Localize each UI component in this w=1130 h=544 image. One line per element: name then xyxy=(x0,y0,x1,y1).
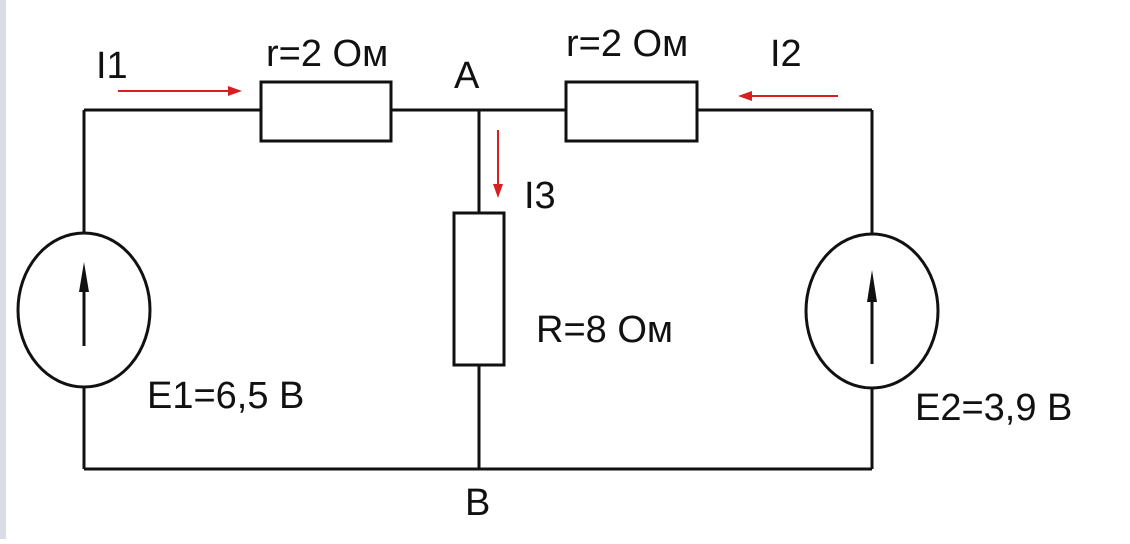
label-i1: I1 xyxy=(96,45,128,87)
label-i2: I2 xyxy=(770,33,802,75)
current-arrow-i2-head-icon xyxy=(738,91,752,101)
node-label-b: B xyxy=(465,482,490,524)
label-r3: R=8 Ом xyxy=(536,309,673,351)
source-e1 xyxy=(16,231,152,389)
resistor-r2 xyxy=(564,80,699,143)
source-e1-arrow-icon xyxy=(79,262,89,292)
resistor-r3 xyxy=(452,211,506,367)
label-e1: E1=6,5 В xyxy=(147,375,304,417)
resistor-r1 xyxy=(259,80,393,143)
source-e2 xyxy=(804,232,940,390)
label-e2: E2=3,9 В xyxy=(915,387,1072,429)
node-label-a: A xyxy=(454,55,480,97)
source-e2-arrow-icon xyxy=(867,270,877,302)
label-r2: r=2 Ом xyxy=(566,23,688,65)
current-arrow-i1 xyxy=(118,86,242,96)
current-arrow-i2 xyxy=(738,91,838,101)
left-edge-strip xyxy=(0,0,6,539)
current-arrow-i3 xyxy=(493,130,503,198)
label-r1: r=2 Ом xyxy=(266,33,388,75)
current-arrow-i3-head-icon xyxy=(493,184,503,198)
label-i3: I3 xyxy=(524,175,556,217)
current-arrow-i1-head-icon xyxy=(228,86,242,96)
wires xyxy=(82,108,874,471)
